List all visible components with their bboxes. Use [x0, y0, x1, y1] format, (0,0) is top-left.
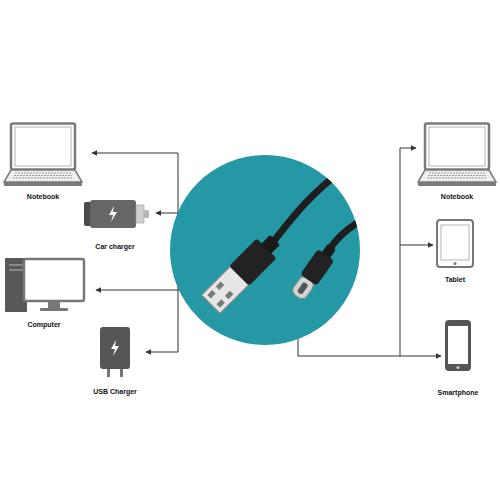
tablet-icon [454, 262, 457, 265]
leader-arrow [400, 356, 441, 357]
usb-charger-icon [107, 369, 110, 377]
usb-a-plug [216, 282, 224, 290]
device-label-box: Notebook [25, 191, 61, 202]
computer-icon [24, 259, 84, 301]
usb-cable [345, 163, 386, 210]
usb-cable [274, 163, 386, 247]
smartphone-icon [445, 320, 471, 371]
usb-charger-icon [100, 327, 130, 369]
device-label: Computer [27, 320, 60, 329]
smartphone-icon [457, 366, 460, 369]
usb-a-plug [216, 299, 224, 307]
car-charger-icon [136, 205, 144, 223]
leader-line [400, 148, 401, 356]
leader-arrow [146, 352, 178, 353]
tablet-icon [437, 220, 473, 267]
device-label-box: Smartphone [436, 387, 481, 398]
usb-a-plug [201, 230, 285, 314]
usb-c-plug [322, 244, 337, 259]
usb-c-plug [289, 241, 340, 302]
usb-cable [331, 210, 385, 247]
device-label-box: Car charger [93, 241, 136, 252]
leader-arrow [400, 148, 416, 149]
computer-icon [48, 302, 60, 308]
usb-charger-icon [111, 340, 119, 356]
smartphone-icon [448, 326, 468, 364]
laptop-icon [418, 124, 496, 187]
usb-charger-icon [120, 369, 123, 377]
usb-c-plug [297, 282, 309, 295]
computer-icon [9, 264, 23, 266]
usb-cable [274, 168, 345, 241]
connector-lines [92, 148, 441, 356]
usb-charger-icon [100, 327, 130, 377]
car-charger-icon [84, 200, 149, 228]
usb-a-plug [225, 291, 233, 299]
laptop-icon [4, 124, 82, 187]
device-label: Car charger [95, 242, 134, 251]
leader-arrow [92, 153, 178, 154]
device-label-box: Computer [25, 319, 62, 330]
computer-icon [5, 258, 84, 312]
tablet-icon [441, 225, 469, 260]
device-label: Notebook [27, 192, 59, 201]
device-label-box: Notebook [439, 191, 475, 202]
device-label-box: Tablet [443, 274, 467, 285]
leader-arrow [156, 213, 178, 214]
smartphone-icon [445, 320, 471, 371]
leader-arrow [400, 245, 433, 246]
tablet-icon [437, 220, 473, 267]
car-charger-icon [109, 206, 117, 222]
device-label: USB Charger [93, 387, 137, 396]
car-charger-icon [90, 200, 136, 228]
device-label: Notebook [441, 192, 473, 201]
usb-a-plug [261, 235, 280, 254]
computer-icon [40, 308, 68, 311]
usb-a-plug [207, 290, 215, 298]
car-charger-icon [144, 210, 149, 218]
device-label: Tablet [445, 275, 465, 284]
computer-icon [9, 269, 23, 271]
teal-disc [170, 155, 360, 345]
device-label: Smartphone [438, 388, 479, 397]
device-label-box: USB Charger [91, 386, 139, 397]
